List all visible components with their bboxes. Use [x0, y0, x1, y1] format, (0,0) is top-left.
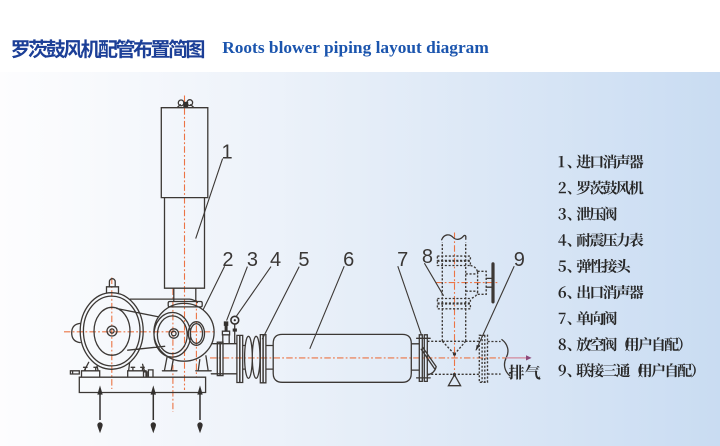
svg-text:5: 5	[298, 249, 309, 271]
svg-text:6: 6	[343, 249, 354, 271]
svg-text:9: 9	[514, 249, 525, 271]
svg-text:8: 8	[422, 246, 433, 268]
svg-text:2: 2	[222, 249, 233, 271]
svg-text:3: 3	[247, 249, 258, 271]
svg-text:4: 4	[270, 249, 281, 271]
svg-text:Roots blower piping layout dia: Roots blower piping layout diagram	[222, 38, 489, 57]
svg-text:7: 7	[397, 249, 408, 271]
svg-text:1: 1	[222, 141, 233, 163]
